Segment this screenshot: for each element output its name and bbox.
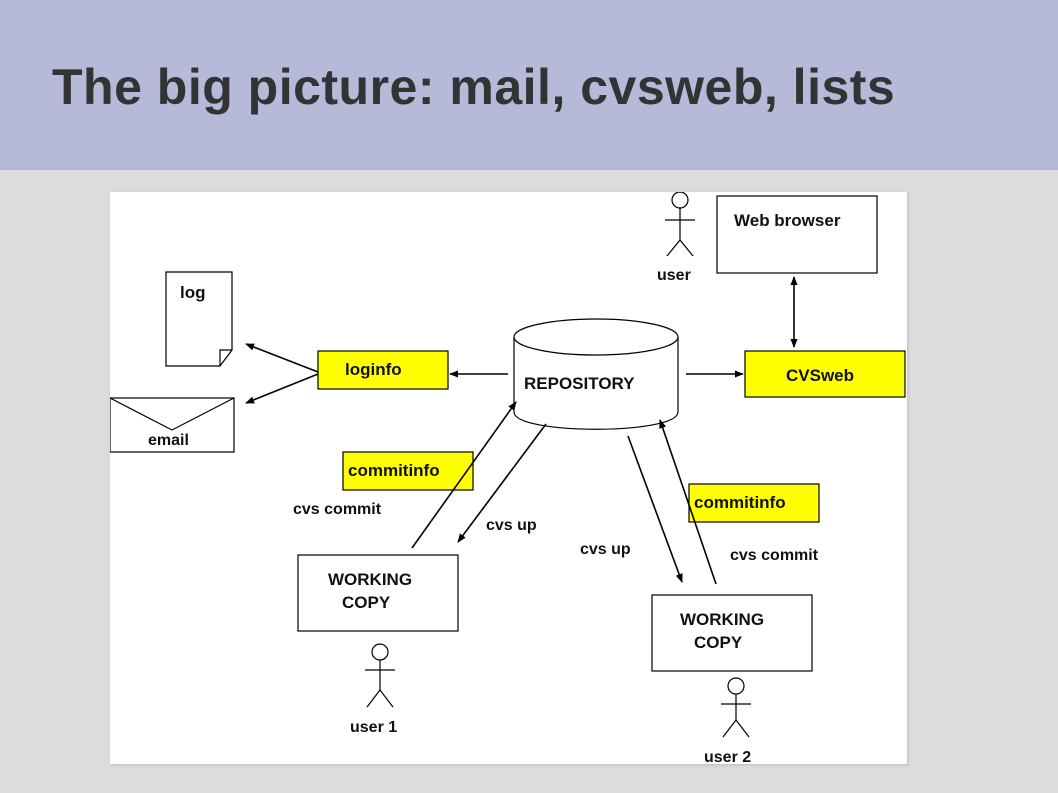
working-copy-left-line1: WORKING [328, 570, 412, 589]
cvs-commit-right-label: cvs commit [730, 547, 819, 564]
arrow-repository-to-working-right [627, 435, 683, 583]
arrow-loginfo-to-email [245, 373, 319, 404]
arrow-commit-left-to-repository [411, 401, 517, 549]
working-copy-box-left: WORKING COPY [297, 554, 459, 632]
repository-label: REPOSITORY [524, 374, 635, 393]
user1-figure-icon [365, 643, 395, 708]
working-copy-right-line1: WORKING [680, 610, 764, 629]
log-label: log [180, 283, 206, 302]
email-label: email [148, 432, 189, 449]
working-copy-box-right: WORKING COPY [651, 594, 813, 672]
slide-title: The big picture: mail, cvsweb, lists [52, 59, 896, 115]
email-envelope-icon: email [109, 397, 235, 453]
arrow-commit-right-to-repository [659, 419, 717, 585]
arrow-repository-to-working-left [457, 423, 547, 543]
web-user-figure-icon [665, 191, 695, 257]
cvs-diagram: log email loginfo REPOSITORY CVSweb Web … [109, 191, 907, 766]
slide-header: The big picture: mail, cvsweb, lists [0, 0, 1058, 170]
commitinfo-box-left: commitinfo [342, 451, 474, 491]
user1-label: user 1 [350, 719, 397, 736]
working-copy-left-line2: COPY [342, 593, 391, 612]
web-browser-label: Web browser [734, 211, 841, 230]
commitinfo-right-label: commitinfo [694, 493, 786, 512]
commitinfo-box-right: commitinfo [688, 483, 820, 523]
cvs-commit-left-label: cvs commit [293, 501, 382, 518]
loginfo-box: loginfo [317, 350, 449, 390]
user2-figure-icon [721, 677, 751, 738]
loginfo-label: loginfo [345, 360, 402, 379]
cvsweb-box: CVSweb [744, 350, 906, 398]
repository-cylinder: REPOSITORY [513, 318, 679, 430]
web-browser-box: Web browser [716, 195, 878, 274]
web-user-label: user [657, 267, 691, 284]
cvs-up-left-label: cvs up [486, 517, 537, 534]
arrow-loginfo-to-log [245, 343, 319, 373]
log-document-icon: log [165, 271, 233, 367]
cvsweb-label: CVSweb [786, 366, 854, 385]
working-copy-right-line2: COPY [694, 633, 743, 652]
cvs-up-right-label: cvs up [580, 541, 631, 558]
user2-label: user 2 [704, 749, 751, 764]
commitinfo-left-label: commitinfo [348, 461, 440, 480]
